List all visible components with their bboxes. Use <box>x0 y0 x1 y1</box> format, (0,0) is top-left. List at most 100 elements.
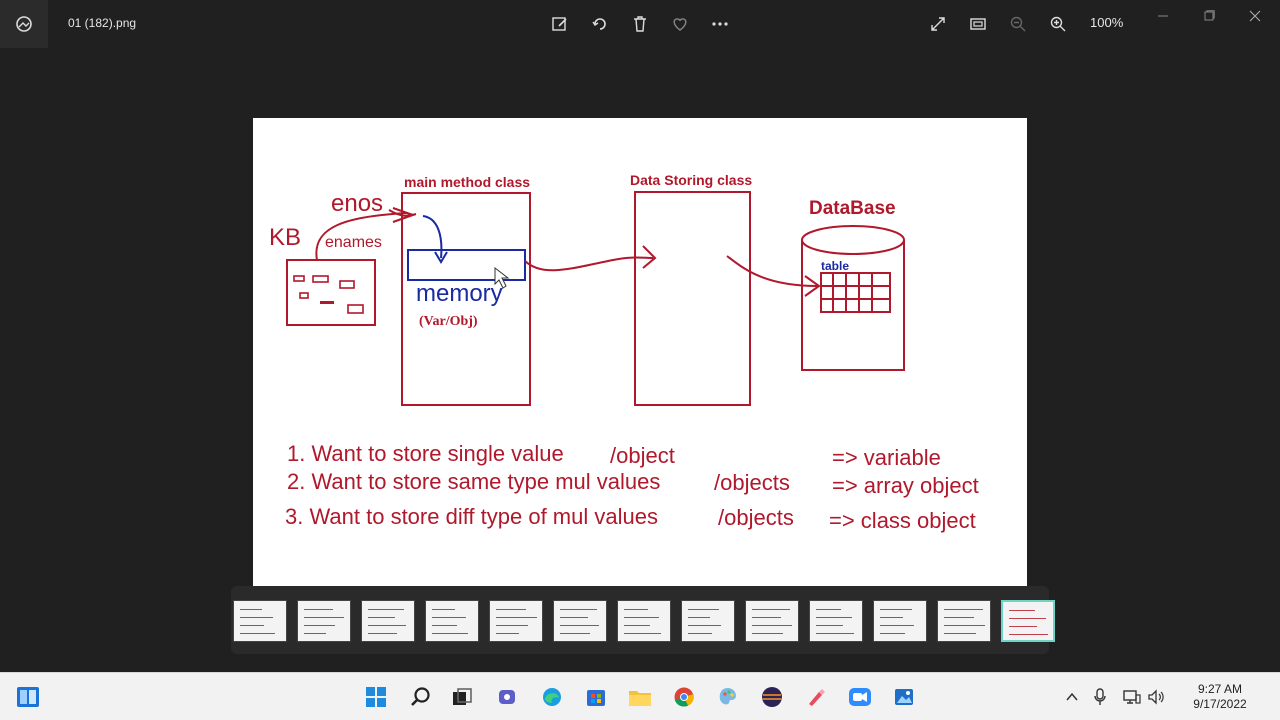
edit-image-icon[interactable] <box>548 12 572 36</box>
diagram-drawing: KB enos enames main method class memory … <box>269 172 979 533</box>
start-icon[interactable] <box>362 683 390 711</box>
teams-icon[interactable] <box>494 683 522 711</box>
table-grid <box>820 272 891 313</box>
thumbnail-line <box>432 625 457 626</box>
thumbnail-line <box>816 633 854 634</box>
database-cylinder <box>801 240 905 371</box>
maximize-icon[interactable] <box>1194 6 1224 26</box>
more-icon[interactable] <box>708 12 732 36</box>
thumbnail[interactable] <box>809 600 863 642</box>
zoom-in-icon[interactable] <box>1046 12 1070 36</box>
zoom-level[interactable]: 100% <box>1090 15 1124 30</box>
photos-app-icon[interactable] <box>0 0 48 48</box>
thumbnail-line <box>1009 634 1048 635</box>
thumbnail-line <box>240 609 262 610</box>
thumbnail[interactable] <box>297 600 351 642</box>
paint-icon[interactable] <box>714 683 742 711</box>
thumbnail-line <box>816 617 852 618</box>
thumbnail-line <box>752 617 781 618</box>
search-icon[interactable] <box>407 683 435 711</box>
file-explorer-icon[interactable] <box>626 683 654 711</box>
thumbnail[interactable] <box>937 600 991 642</box>
thumbnail-line <box>496 633 519 634</box>
eclipse-icon[interactable] <box>758 683 786 711</box>
thumbnail-line <box>368 617 395 618</box>
thumbnail[interactable] <box>617 600 671 642</box>
thumbnail-line <box>624 609 648 610</box>
minimize-icon[interactable] <box>1148 6 1178 26</box>
thumbnail-line <box>240 625 264 626</box>
thumbnail-line <box>880 633 905 634</box>
main-class-label: main method class <box>404 174 530 190</box>
thumbnail-line <box>752 633 783 634</box>
main-class-box <box>401 192 531 406</box>
chrome-icon[interactable] <box>670 683 698 711</box>
task-view-icon[interactable] <box>448 683 476 711</box>
store-icon[interactable] <box>582 683 610 711</box>
network-icon[interactable] <box>1118 683 1146 711</box>
thumbnail[interactable] <box>425 600 479 642</box>
thumbnail-line <box>496 609 526 610</box>
thumbnail-line <box>560 625 599 626</box>
fullscreen-icon[interactable] <box>926 12 950 36</box>
varobj-label: (Var/Obj) <box>419 314 478 329</box>
thumbnail-line <box>496 625 528 626</box>
microphone-icon[interactable] <box>1086 683 1114 711</box>
thumbnail-line <box>560 617 588 618</box>
thumbnail-line <box>304 617 344 618</box>
clock-date: 9/17/2022 <box>1193 697 1247 711</box>
thumbnail-line <box>368 625 406 626</box>
line-1-suffix: /object <box>610 443 675 468</box>
fit-icon[interactable] <box>966 12 990 36</box>
clock-time: 9:27 AM <box>1197 682 1243 696</box>
zoom-out-icon[interactable] <box>1006 12 1030 36</box>
title-bar: 01 (182).png 100% <box>0 0 1280 48</box>
close-icon[interactable] <box>1240 6 1270 26</box>
thumbnail-line <box>688 617 710 618</box>
displayed-image: KB enos enames main method class memory … <box>253 118 1027 586</box>
system-clock[interactable]: 9:27 AM 9/17/2022 <box>1176 682 1264 712</box>
thumbnail-line <box>944 625 985 626</box>
thumbnail[interactable] <box>233 600 287 642</box>
memory-label: memory <box>416 280 503 307</box>
thumbnail[interactable] <box>361 600 415 642</box>
line-3-suffix: /objects <box>718 505 794 530</box>
widgets-icon[interactable] <box>14 683 42 711</box>
thumbnail-line <box>432 633 468 634</box>
thumbnail-line <box>880 609 912 610</box>
thumbnail-line <box>304 633 326 634</box>
data-class-label: Data Storing class <box>630 172 752 188</box>
keyboard-box <box>286 259 376 326</box>
chevron-up-icon[interactable] <box>1058 683 1086 711</box>
favorite-icon[interactable] <box>668 12 692 36</box>
thumbnail[interactable] <box>489 600 543 642</box>
database-cylinder-top <box>801 225 905 255</box>
thumbnail-line <box>304 609 333 610</box>
zoom-icon[interactable] <box>846 683 874 711</box>
thumbnail-line <box>880 625 914 626</box>
thumbnail[interactable] <box>873 600 927 642</box>
thumbnail[interactable] <box>681 600 735 642</box>
delete-icon[interactable] <box>628 12 652 36</box>
thumbnail-line <box>688 609 719 610</box>
photos-icon[interactable] <box>890 683 918 711</box>
edge-icon[interactable] <box>538 683 566 711</box>
thumbnail-line <box>944 633 976 634</box>
table-label: table <box>821 259 849 273</box>
thumbnail-line <box>304 625 335 626</box>
thumbnail[interactable] <box>745 600 799 642</box>
filmstrip <box>231 586 1055 654</box>
thumbnail-line <box>944 609 983 610</box>
thumbnail[interactable] <box>553 600 607 642</box>
taskbar: 9:27 AM 9/17/2022 <box>0 672 1280 720</box>
line-2-suffix: /objects <box>714 470 790 495</box>
volume-icon[interactable] <box>1142 683 1170 711</box>
line-3-text: 3. Want to store diff type of mul values <box>285 504 658 529</box>
paint-brush-icon[interactable] <box>802 683 830 711</box>
thumbnail-line <box>560 633 590 634</box>
thumbnail-line <box>560 609 597 610</box>
thumbnail-line <box>368 609 404 610</box>
thumbnail-line <box>624 617 659 618</box>
thumbnail-selected[interactable] <box>1001 600 1055 642</box>
rotate-icon[interactable] <box>588 12 612 36</box>
